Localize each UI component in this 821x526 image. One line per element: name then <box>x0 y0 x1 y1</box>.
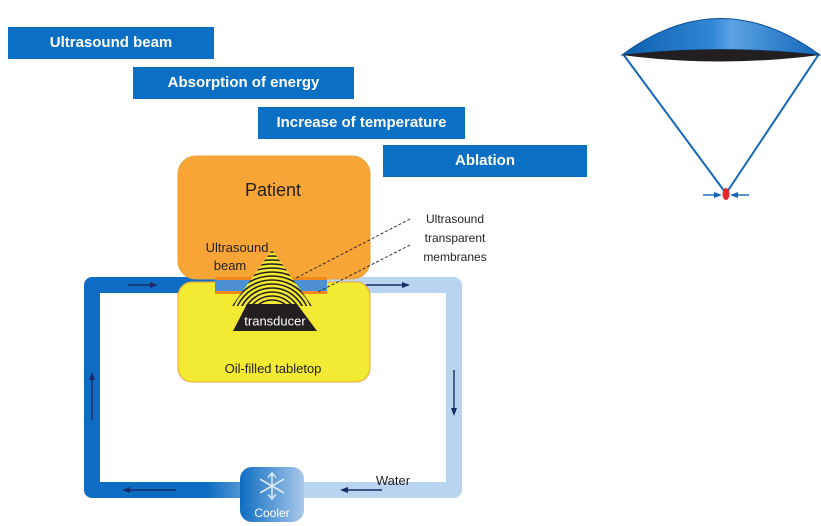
flow-arrow-icon <box>340 487 382 493</box>
focus-arrow-icon <box>730 192 749 198</box>
beam-label-line1: Ultrasound <box>206 240 269 255</box>
dome-face <box>622 49 820 62</box>
process-step-absorption: Absorption of energy <box>133 67 354 99</box>
flow-arrow-icon <box>122 487 176 493</box>
process-step-ablation: Ablation <box>383 145 587 177</box>
membranes-label-line1: Ultrasound <box>426 212 484 226</box>
process-step-temperature: Increase of temperature <box>258 107 465 139</box>
patient-label: Patient <box>245 180 301 200</box>
transducer-label: transducer <box>244 314 306 329</box>
flow-arrow-icon <box>89 372 95 420</box>
flow-arrow-icon <box>451 370 457 416</box>
focus-arrow-icon <box>703 192 722 198</box>
membrane-leader-lower <box>317 244 411 293</box>
tabletop-label: Oil-filled tabletop <box>225 361 322 376</box>
flow-arrow-icon <box>128 282 158 288</box>
membranes-label-line2: transparent <box>425 231 486 245</box>
membranes-label-line3: membranes <box>423 250 486 264</box>
focused-ultrasound-cone <box>620 18 821 200</box>
process-step-ultrasound-beam: Ultrasound beam <box>8 27 214 59</box>
cooler-label: Cooler <box>254 506 289 520</box>
water-label: Water <box>376 473 411 488</box>
transducer-body <box>233 304 317 331</box>
membrane-leader-upper <box>295 218 411 279</box>
beam-label-line2: beam <box>214 258 247 273</box>
flow-arrow-icon <box>366 282 410 288</box>
focal-point <box>722 188 730 200</box>
snowflake-icon <box>259 472 285 500</box>
